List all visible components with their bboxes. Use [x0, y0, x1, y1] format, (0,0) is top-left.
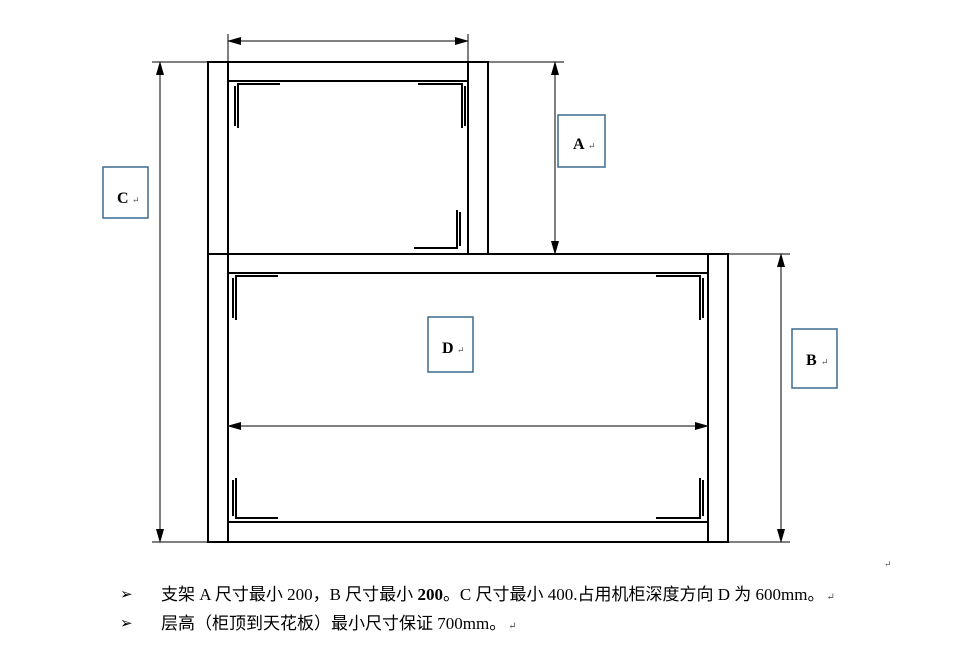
- angle-brackets: [232, 83, 704, 519]
- cabinet-support-diagram: A ↵ C ↵ D ↵ B ↵ ↵: [102, 34, 892, 570]
- dimension-lines: [156, 37, 785, 543]
- extension-lines: [152, 34, 790, 543]
- notes-list: ➢ 支架 A 尺寸最小 200，B 尺寸最小 200。C 尺寸最小 400.占用…: [120, 580, 920, 638]
- note-text: 层高（柜顶到天花板）最小尺寸保证 700mm。↵: [161, 614, 517, 633]
- lower-support-frame: [207, 253, 729, 543]
- svg-text:↵: ↵: [588, 142, 596, 152]
- svg-text:B: B: [806, 352, 817, 369]
- svg-text:↵: ↵: [821, 358, 829, 368]
- note-item: ➢ 支架 A 尺寸最小 200，B 尺寸最小 200。C 尺寸最小 400.占用…: [120, 580, 920, 609]
- label-box-c: C ↵: [102, 166, 149, 219]
- paragraph-mark: ↵: [884, 560, 892, 570]
- note-text: 支架 A 尺寸最小 200，B 尺寸最小 200。C 尺寸最小 400.占用机柜…: [161, 585, 835, 604]
- arrow-bullet-icon: ➢: [120, 585, 133, 603]
- svg-text:D: D: [442, 340, 454, 357]
- upper-support-frame: [207, 61, 489, 255]
- svg-text:C: C: [117, 190, 129, 207]
- svg-text:↵: ↵: [132, 196, 140, 206]
- arrow-bullet-icon: ➢: [120, 614, 133, 632]
- note-item: ➢ 层高（柜顶到天花板）最小尺寸保证 700mm。↵: [120, 609, 920, 638]
- label-box-b: B ↵: [791, 328, 838, 389]
- svg-text:A: A: [573, 136, 585, 153]
- label-box-d: D ↵: [427, 316, 474, 373]
- label-box-a: A ↵: [557, 114, 606, 168]
- svg-text:↵: ↵: [457, 346, 465, 356]
